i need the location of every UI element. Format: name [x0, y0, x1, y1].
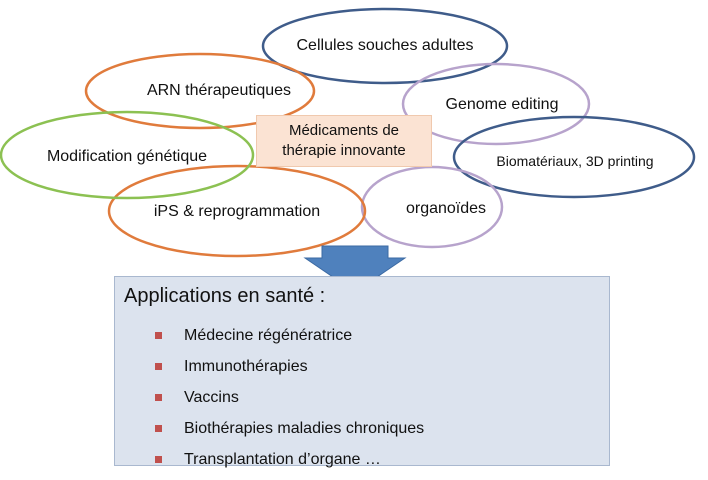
square-bullet-icon: [155, 425, 162, 432]
ellipse-modification-genetique: [0, 110, 255, 200]
label-arn-therapeutiques: ARN thérapeutiques: [146, 82, 292, 99]
label-genome-editing: Genome editing: [445, 96, 559, 113]
label-ips-reprogrammation: iPS & reprogrammation: [153, 203, 321, 220]
square-bullet-icon: [155, 456, 162, 463]
list-item-label: Vaccins: [184, 388, 239, 406]
square-bullet-icon: [155, 332, 162, 339]
square-bullet-icon: [155, 363, 162, 370]
label-biomateriaux: Biomatériaux, 3D printing: [496, 153, 654, 169]
label-organoides: organoïdes: [405, 200, 487, 217]
label-cellules-souches: Cellules souches adultes: [296, 37, 474, 54]
ellipse-genome-editing: [401, 62, 591, 146]
list-item-label: Biothérapies maladies chroniques: [184, 419, 425, 437]
list-item: Vaccins: [155, 382, 424, 413]
list-item-label: Immunothérapies: [184, 357, 308, 375]
ellipse-ips-reprogrammation: [107, 164, 367, 258]
ellipse-organoides: [360, 165, 504, 249]
center-box-line-1: Médicaments de: [288, 122, 400, 139]
down-arrow: [303, 245, 407, 293]
applications-list: Médecine régénératrice Immunothérapies V…: [155, 320, 424, 475]
list-item-label: Médecine régénératrice: [184, 326, 353, 344]
list-item: Médecine régénératrice: [155, 320, 424, 351]
applications-box: Applications en santé : Médecine régénér…: [114, 276, 610, 468]
center-box-medicaments: Médicaments de thérapie innovante: [256, 115, 432, 167]
list-item: Immunothérapies: [155, 351, 424, 382]
ellipse-arn-therapeutiques: [84, 52, 316, 130]
label-modification-genetique: Modification génétique: [46, 148, 208, 165]
center-box-line-2: thérapie innovante: [282, 142, 406, 159]
ellipse-cellules-souches: [261, 7, 509, 85]
applications-title: Applications en santé :: [124, 285, 326, 307]
list-item-label: Transplantation d’organe …: [184, 450, 381, 468]
square-bullet-icon: [155, 394, 162, 401]
list-item: Transplantation d’organe …: [155, 444, 424, 475]
list-item: Biothérapies maladies chroniques: [155, 413, 424, 444]
ellipse-biomateriaux: [452, 115, 696, 199]
